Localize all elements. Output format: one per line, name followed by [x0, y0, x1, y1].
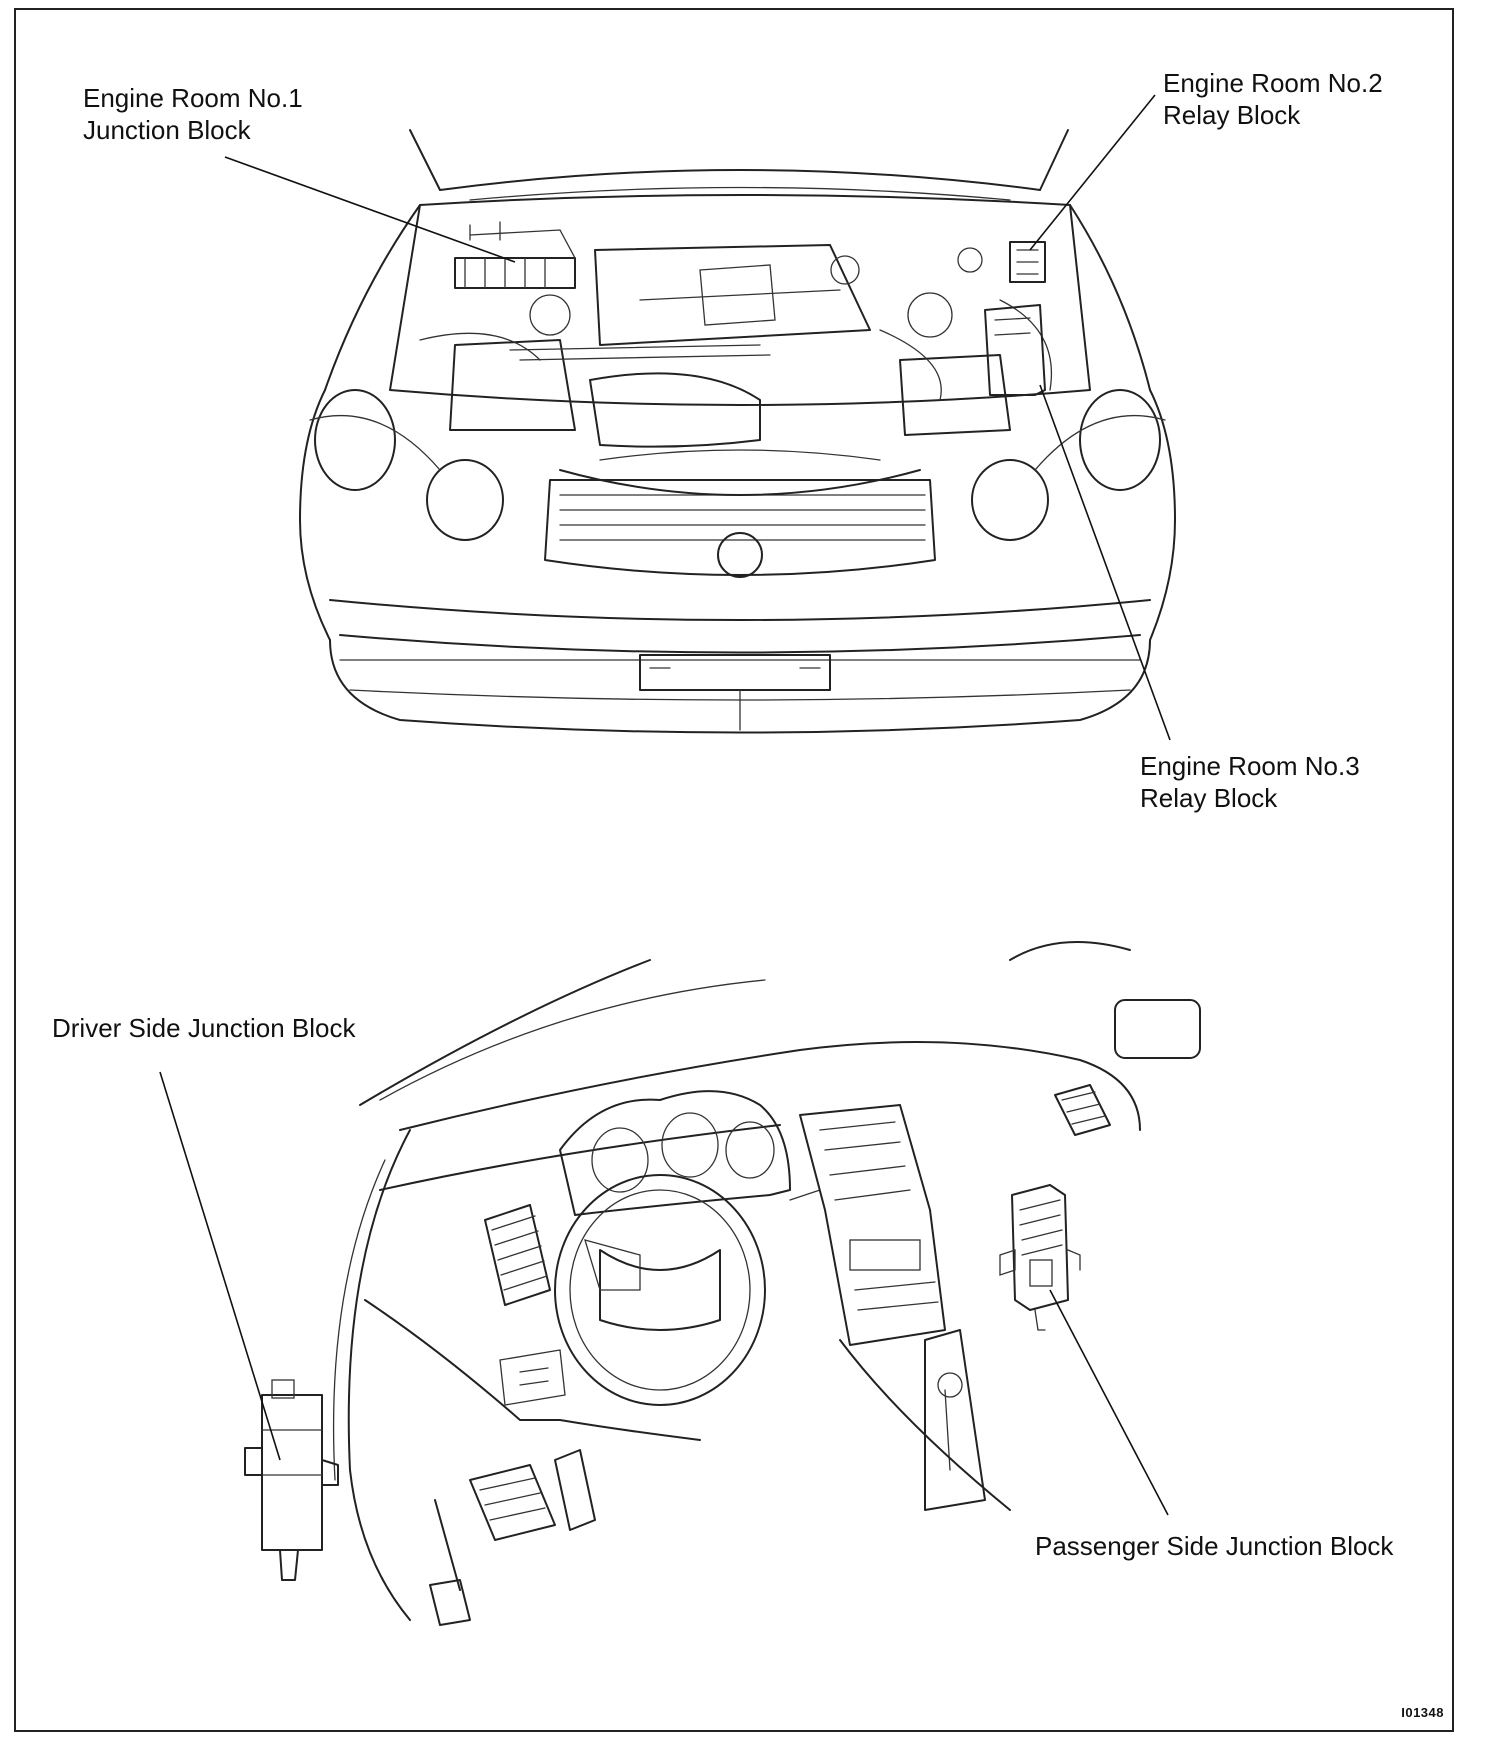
- label-line: Junction Block: [83, 115, 251, 145]
- driver-side-junction-block-shape: [244, 1379, 339, 1581]
- label-passenger-side-junction-block: Passenger Side Junction Block: [1035, 1531, 1394, 1561]
- leader-line-engine-room-no2: [1029, 94, 1156, 251]
- engine-room-no2-relay-block-shape: [1009, 241, 1046, 283]
- passenger-side-junction-block-shape: [999, 1184, 1081, 1331]
- diagram-frame: [14, 8, 1454, 1732]
- label-engine-room-no1-junction-block: Engine Room No.1 Junction Block: [83, 82, 303, 146]
- leader-line-engine-room-no1: [224, 156, 516, 263]
- engine-room-no3-relay-block-shape: [984, 304, 1046, 396]
- label-line: Engine Room No.2: [1163, 68, 1383, 98]
- label-line: Engine Room No.3: [1140, 751, 1360, 781]
- engine-room-no1-junction-block-shape: [454, 257, 576, 289]
- label-line: Relay Block: [1163, 100, 1301, 130]
- side-mirror-shape: [1114, 999, 1201, 1059]
- label-engine-room-no2-relay-block: Engine Room No.2 Relay Block: [1163, 67, 1383, 131]
- dashboard-illustration: [244, 941, 1201, 1626]
- leader-line-engine-room-no3: [1039, 384, 1171, 741]
- car-front-illustration: [299, 129, 1176, 734]
- figure-code: I01348: [1401, 1705, 1444, 1720]
- label-line: Relay Block: [1140, 783, 1278, 813]
- label-line: Engine Room No.1: [83, 83, 303, 113]
- label-engine-room-no3-relay-block: Engine Room No.3 Relay Block: [1140, 750, 1360, 814]
- label-driver-side-junction-block: Driver Side Junction Block: [52, 1013, 356, 1043]
- leader-line-driver-side: [159, 1071, 281, 1461]
- leader-line-passenger-side: [1049, 1289, 1169, 1516]
